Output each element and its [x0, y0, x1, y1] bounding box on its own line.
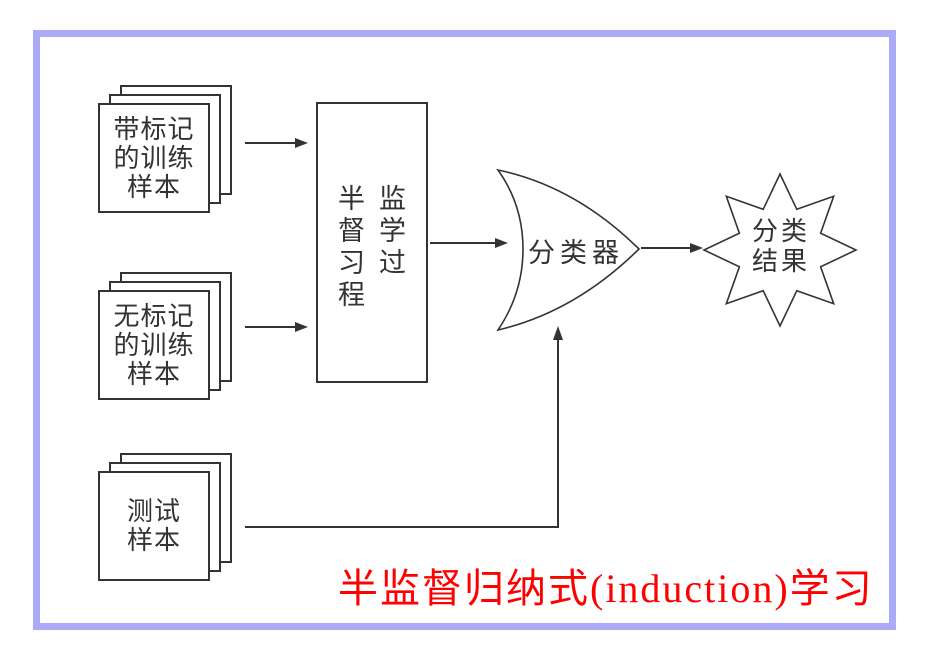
arrowhead-testsamples-to-classifier [553, 326, 563, 340]
stack-label-line: 无标记 [113, 301, 195, 331]
arrowhead-process-to-classifier [495, 238, 508, 248]
stack-label-line: 样本 [126, 526, 181, 555]
result-star-shape [702, 172, 858, 328]
stack-unlabeled-training-samples: 无标记 的训练 样本 [98, 272, 232, 400]
stack-sheet-front: 带标记 的训练 样本 [98, 103, 210, 213]
result-star-label-line: 结果 [751, 247, 810, 276]
stack-label-line: 测试 [126, 497, 181, 526]
arrowhead-unlabeled-to-process [295, 322, 308, 332]
connector-testsamples-to-classifier [245, 339, 559, 528]
process-box-line: 督学 [338, 215, 420, 246]
process-box: 半监 督学 习过 程 [316, 102, 428, 383]
result-star-label-line: 分类 [751, 217, 810, 246]
stack-label-line: 带标记 [113, 114, 195, 144]
classifier-shape [496, 168, 641, 332]
stack-label-line: 样本 [126, 172, 181, 202]
stack-labeled-training-samples: 带标记 的训练 样本 [98, 85, 232, 213]
stack-sheet-front: 无标记 的训练 样本 [98, 290, 210, 400]
stack-label-line: 样本 [126, 359, 181, 389]
process-box-line: 程 [338, 279, 379, 310]
stack-label-line: 的训练 [113, 143, 195, 173]
arrowhead-labeled-to-process [295, 138, 308, 148]
stack-test-samples: 测试 样本 [98, 453, 232, 581]
stack-sheet-front: 测试 样本 [98, 471, 210, 581]
result-star-label: 分类 结果 [721, 217, 841, 277]
classifier-label: 分类器 [528, 238, 624, 268]
caption-text: 半监督归纳式(induction)学习 [338, 566, 874, 611]
frame-border [33, 30, 896, 630]
process-box-line: 习过 [338, 247, 420, 278]
arrowhead-classifier-to-result [690, 243, 703, 253]
stack-label-line: 的训练 [113, 330, 195, 360]
process-box-line: 半监 [338, 183, 420, 214]
